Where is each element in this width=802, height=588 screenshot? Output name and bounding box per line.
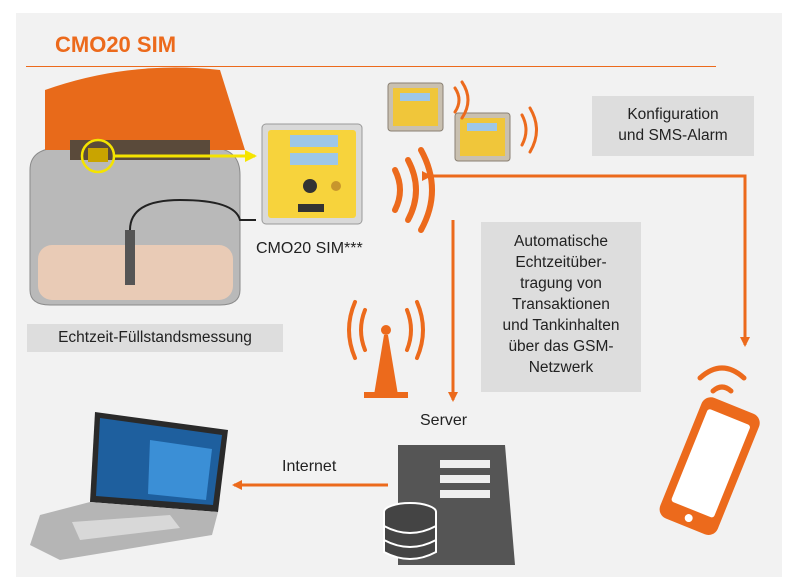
tank-illustration	[29, 67, 256, 306]
transfer-line: tragung von	[520, 275, 602, 292]
config-label: Konfiguration und SMS-Alarm	[592, 96, 754, 156]
transfer-line: Netzwerk	[528, 359, 594, 376]
signal-waves-device-main	[392, 147, 435, 233]
transfer-line: Automatische	[514, 233, 608, 250]
signal-waves-device-2	[520, 106, 538, 154]
title-underline	[26, 66, 716, 67]
antenna-tower-icon	[347, 300, 425, 398]
server-label: Server	[420, 412, 468, 429]
config-label-line-1: Konfiguration	[627, 106, 719, 123]
server-icon	[383, 445, 515, 565]
transfer-line: Transaktionen	[512, 296, 610, 313]
config-label-line-2: und SMS-Alarm	[618, 127, 728, 144]
transfer-label: Automatische Echtzeitüber- tragung von T…	[481, 222, 641, 392]
signal-waves-device-1	[453, 80, 470, 120]
internet-label: Internet	[282, 458, 337, 475]
remote-device-2	[454, 112, 511, 162]
remote-device-1	[387, 82, 444, 132]
device-phone-arrow	[422, 171, 750, 347]
transfer-line: über das GSM-	[508, 338, 614, 355]
laptop-icon	[30, 412, 228, 560]
smartphone-icon	[659, 365, 760, 535]
transfer-line: und Tankinhalten	[502, 317, 620, 334]
device-caption: CMO20 SIM***	[256, 240, 363, 257]
transfer-line: Echtzeitüber-	[515, 254, 607, 271]
tank-caption: Echtzeit-Füllstandsmessung	[27, 324, 283, 352]
cmo20-device	[261, 123, 363, 225]
diagram-title: CMO20 SIM	[55, 32, 177, 57]
